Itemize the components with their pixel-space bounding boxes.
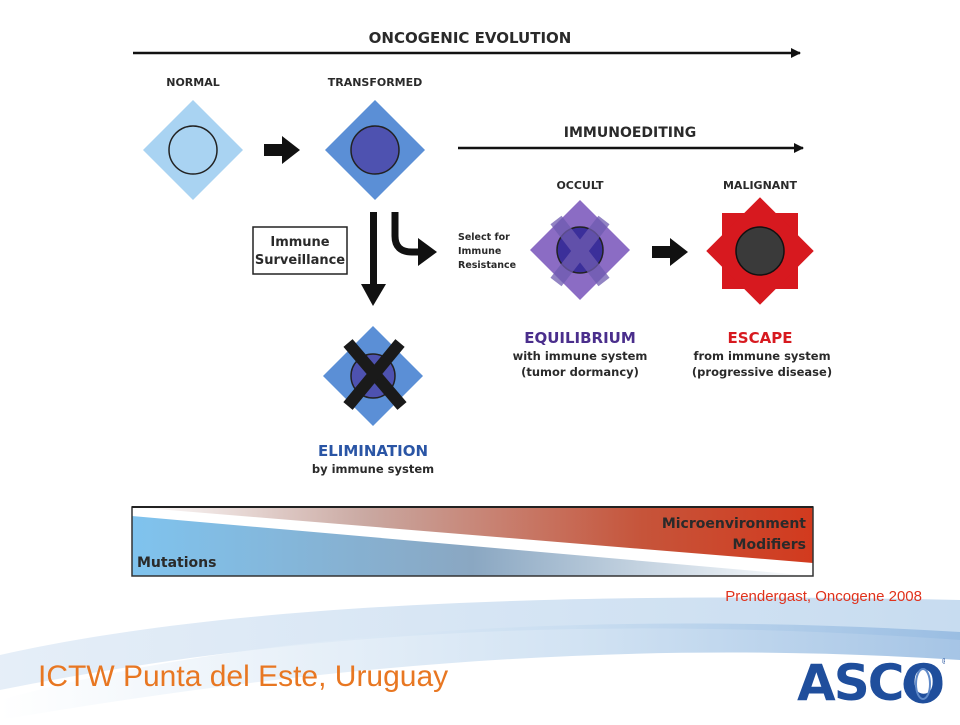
normal-to-transformed-arrow — [264, 136, 300, 164]
oncogenic-evolution-label: ONCOGENIC EVOLUTION — [369, 29, 572, 47]
occult-to-malignant-arrow — [652, 238, 688, 266]
mutations-wedge — [132, 516, 813, 576]
elimination-line1: by immune system — [312, 462, 434, 476]
citation: Prendergast, Oncogene 2008 — [725, 588, 922, 605]
transformed-label: TRANSFORMED — [328, 76, 423, 89]
select-for-line2: Immune — [458, 246, 501, 257]
normal-label: NORMAL — [166, 76, 220, 89]
gradient-bar — [131, 506, 814, 577]
transformed-nucleus — [350, 125, 400, 175]
escape-line2: (progressive disease) — [692, 365, 832, 379]
select-arrow — [391, 212, 437, 266]
footer-title: ICTW Punta del Este, Uruguay — [38, 660, 449, 693]
modifiers-label: Modifiers — [733, 537, 806, 553]
equilibrium-line2: (tumor dormancy) — [521, 365, 639, 379]
equilibrium-line1: with immune system — [513, 349, 648, 363]
escape-line1: from immune system — [693, 349, 830, 363]
select-for-line1: Select for — [458, 232, 510, 243]
elimination-arrow — [361, 212, 386, 306]
microenvironment-label: Microenvironment — [662, 516, 806, 532]
immune-surveillance-line1: Immune — [270, 235, 329, 250]
occult-cell — [530, 200, 630, 300]
asco-globe-icon — [903, 664, 943, 704]
select-for-line3: Resistance — [458, 260, 516, 271]
footer-swoosh — [0, 597, 960, 720]
mutations-label: Mutations — [137, 555, 216, 571]
equilibrium-title: EQUILIBRIUM — [524, 329, 636, 347]
microenvironment-wedge — [132, 507, 813, 563]
asco-logo: ASCO ® — [797, 654, 945, 710]
elimination-title: ELIMINATION — [318, 442, 428, 460]
occult-label: OCCULT — [556, 179, 604, 192]
immune-surveillance-box — [252, 226, 348, 275]
malignant-label: MALIGNANT — [723, 179, 798, 192]
malignant-cell — [706, 197, 814, 305]
immune-surveillance-line2: Surveillance — [255, 253, 345, 268]
elimination-cell — [323, 326, 423, 426]
immunoediting-label: IMMUNOEDITING — [564, 125, 696, 141]
normal-nucleus — [168, 125, 218, 175]
escape-title: ESCAPE — [728, 329, 793, 347]
svg-text:®: ® — [941, 657, 945, 666]
